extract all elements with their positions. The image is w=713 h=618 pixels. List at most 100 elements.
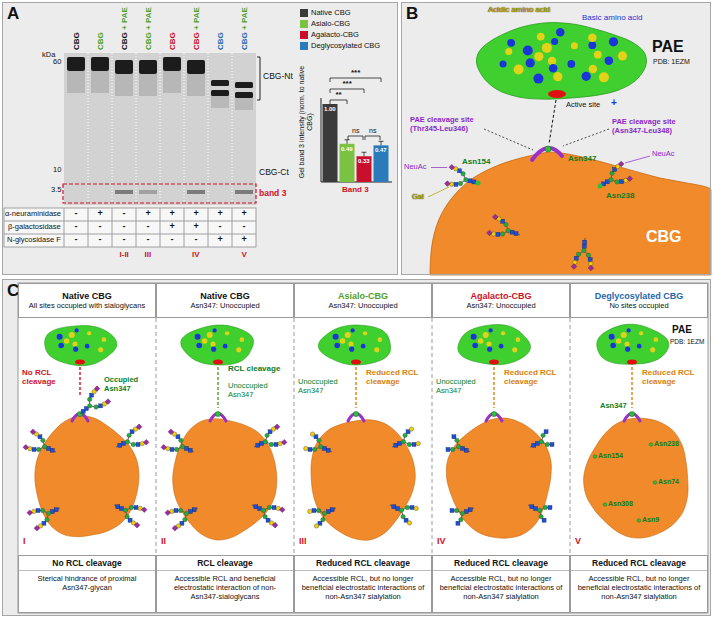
mannose-symbol xyxy=(316,508,320,512)
active-site xyxy=(548,90,566,98)
glcnac-symbol xyxy=(188,448,192,452)
lane-label: CBG xyxy=(144,32,153,50)
neuac-symbol xyxy=(27,510,33,516)
mannose-symbol xyxy=(399,508,403,512)
mannose-symbol xyxy=(174,447,178,451)
treatment-sign: - xyxy=(243,221,246,231)
mannose-symbol xyxy=(458,181,462,185)
column-header: Native CBGAsn347: Unoccupied xyxy=(156,283,294,318)
residue-patch xyxy=(240,337,245,342)
lane-label: + PAE xyxy=(144,7,153,30)
residue-patch xyxy=(534,52,543,61)
residue-patch xyxy=(489,328,493,332)
glcnac-symbol xyxy=(452,435,456,439)
legend-entry: Native CBG xyxy=(300,8,351,18)
neuac-symbol xyxy=(134,522,140,528)
cell-title: Reduced RCL cleavage xyxy=(295,556,431,571)
residue-patch xyxy=(512,347,517,352)
mannose-symbol xyxy=(539,439,543,443)
lane-label: + PAE xyxy=(192,7,201,30)
treatment-sign: - xyxy=(195,234,198,244)
pdb-code: PDB: 1EZM xyxy=(670,338,704,345)
glcnac-symbol xyxy=(50,510,54,514)
outcome-cell: Reduced RCL cleavageAccessible RCL, but … xyxy=(432,555,570,613)
mannose-symbol xyxy=(576,252,580,256)
glycan-bond xyxy=(90,402,108,407)
treatment-sign: + xyxy=(218,234,223,244)
significance: ns xyxy=(352,127,359,135)
significance-bracket xyxy=(330,89,364,93)
mannose-symbol xyxy=(456,444,460,448)
residue-patch xyxy=(514,65,524,75)
lane-divider xyxy=(112,53,113,205)
mannose-symbol xyxy=(460,511,464,515)
residue-patch xyxy=(588,41,596,49)
residue-patch xyxy=(348,341,353,346)
residue-patch xyxy=(571,42,578,49)
mannose-symbol xyxy=(261,508,265,512)
y-axis xyxy=(321,98,322,182)
glcnac-symbol xyxy=(184,446,188,450)
glcnac-symbol xyxy=(410,506,414,510)
glcnac-symbol xyxy=(454,182,458,186)
cleavage-outcome: No RCL cleavage xyxy=(22,368,76,386)
treatment-sign: + xyxy=(218,208,223,218)
residue-patch xyxy=(72,341,77,346)
pae-surface xyxy=(458,325,531,365)
neuac-symbol xyxy=(449,164,455,170)
glcnac-symbol xyxy=(464,448,468,452)
glcnac-symbol xyxy=(544,430,548,434)
gel-band xyxy=(211,90,229,96)
glcnac-symbol xyxy=(510,230,514,234)
glcnac-symbol xyxy=(450,509,454,513)
mannose-symbol xyxy=(318,444,322,448)
residue-patch xyxy=(526,58,535,67)
residue-patch xyxy=(542,43,552,53)
neuac-symbol xyxy=(487,230,493,236)
glcnac-symbol xyxy=(458,169,462,173)
residue-patch xyxy=(211,347,216,352)
band-label: band 3 xyxy=(259,189,286,199)
cell-text: No sites occupied xyxy=(574,301,704,310)
neuac-symbol xyxy=(94,386,100,392)
residue-key: Basic amino acid xyxy=(582,13,642,22)
panel-ground xyxy=(401,2,711,275)
approach-line xyxy=(355,367,356,408)
residue-patch xyxy=(64,338,70,344)
bar xyxy=(374,145,389,182)
mannose-symbol xyxy=(312,447,316,451)
residue-patch xyxy=(471,334,477,340)
glycosite: Asn347 xyxy=(568,154,596,163)
residue-patch xyxy=(378,337,383,342)
neuac-symbol xyxy=(492,214,498,220)
gel-smear xyxy=(235,98,253,110)
gel-band xyxy=(235,190,253,194)
mannose-symbol xyxy=(125,439,129,443)
glycosite: Asn74 xyxy=(658,478,679,486)
gel-band xyxy=(163,57,181,71)
residue-patch xyxy=(637,344,642,349)
column-divider xyxy=(570,318,571,555)
lane-label: CBG xyxy=(240,32,249,50)
treatment-sign: - xyxy=(75,221,78,231)
legend-swatch xyxy=(300,20,308,28)
glcnac-symbol xyxy=(620,180,624,184)
neuac-symbol xyxy=(571,264,577,270)
residue-patch xyxy=(500,61,507,68)
mannose-symbol xyxy=(42,444,46,448)
cell-title: RCL cleavage xyxy=(157,556,293,571)
asn-site xyxy=(637,519,641,523)
glcnac-symbol xyxy=(583,240,587,244)
lane-divider xyxy=(232,53,233,205)
leader-line xyxy=(431,167,447,168)
marker-size: 60 xyxy=(53,58,61,67)
mannose-symbol xyxy=(180,444,184,448)
neuac-symbol xyxy=(279,507,285,513)
glycosite: Unoccupied Asn347 xyxy=(436,378,490,395)
glycan-residue: NeuAc xyxy=(652,150,675,159)
glcnac-symbol xyxy=(54,508,58,512)
gel-smear xyxy=(115,74,133,96)
glcnac-symbol xyxy=(532,443,536,447)
column-header: Native CBGAll sites occupied with sialog… xyxy=(18,283,156,318)
marker-size: 3.5 xyxy=(51,186,61,195)
